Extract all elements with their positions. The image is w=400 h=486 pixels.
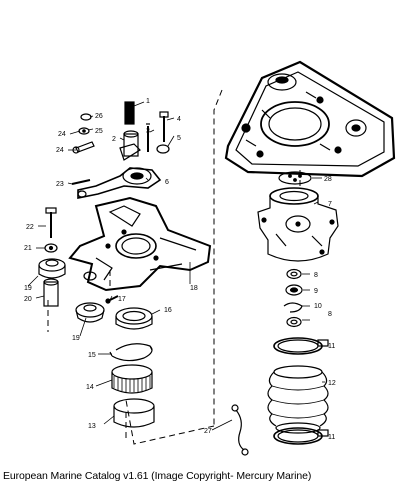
callout-21: 21 [24, 245, 32, 252]
callout-25: 25 [95, 128, 103, 135]
callout-19-lower: 19 [72, 335, 80, 342]
callout-22: 22 [26, 224, 34, 231]
bolt-hardware-24-26 [72, 113, 95, 154]
callout-12: 12 [328, 380, 336, 387]
callout-11-lower: 11 [328, 434, 335, 441]
gimbal-ring-18 [68, 196, 212, 292]
snap-ring-15 [109, 343, 153, 362]
bell-housing-7 [257, 187, 339, 262]
callout-19-upper: 19 [24, 285, 32, 292]
callout-18: 18 [190, 285, 198, 292]
callout-5: 5 [177, 135, 181, 142]
hose-clamp-11-lower [273, 427, 329, 445]
callout-26: 26 [95, 113, 103, 120]
bellows-12 [267, 365, 329, 434]
bearing-16 [115, 307, 153, 330]
callout-8-lower: 8 [328, 311, 332, 318]
sleeve-13 [113, 398, 155, 428]
callout-10: 10 [314, 303, 322, 310]
callout-leader-lines [27, 101, 325, 437]
callout-13: 13 [88, 423, 96, 430]
callout-27: 27 [204, 428, 212, 435]
fastener-17 [105, 295, 119, 304]
bearing-14 [111, 364, 153, 394]
seals-8-10 [283, 268, 303, 328]
bolt-22-washer-21 [44, 207, 58, 253]
ground-wire-27 [231, 404, 249, 456]
bushing-19-lower [75, 302, 105, 323]
callout-24-lower: 24 [56, 147, 64, 154]
callout-1: 1 [146, 98, 150, 105]
callout-28: 28 [324, 176, 332, 183]
callout-11: 11 [328, 343, 335, 350]
gimbal-housing [224, 60, 396, 178]
callout-3: 3 [146, 128, 150, 135]
bolt-4-5 [156, 111, 170, 154]
callout-16: 16 [164, 307, 172, 314]
steering-lever-6 [77, 143, 162, 199]
exploded-parts-diagram: 1 2 3 4 5 6 7 8 9 10 11 12 13 14 15 16 1… [24, 60, 396, 456]
gasket-28 [278, 171, 312, 185]
callout-7: 7 [328, 201, 332, 208]
callout-14: 14 [86, 384, 94, 391]
callout-6: 6 [165, 179, 169, 186]
callout-4: 4 [177, 116, 181, 123]
image-caption: European Marine Catalog v1.61 (Image Cop… [3, 470, 312, 482]
pin-23 [71, 179, 91, 185]
callout-numbers: 1 2 3 4 5 6 7 8 9 10 11 12 13 14 15 16 1… [24, 98, 336, 441]
callout-8: 8 [314, 272, 318, 279]
bushing-19-20 [38, 258, 66, 307]
callout-9: 9 [314, 288, 318, 295]
hose-clamp-11-upper [273, 337, 329, 355]
callout-2: 2 [112, 136, 116, 143]
callout-20: 20 [24, 296, 32, 303]
callout-15: 15 [88, 352, 96, 359]
callout-23: 23 [56, 181, 64, 188]
callout-24-upper: 24 [58, 131, 66, 138]
callout-17: 17 [118, 296, 126, 303]
